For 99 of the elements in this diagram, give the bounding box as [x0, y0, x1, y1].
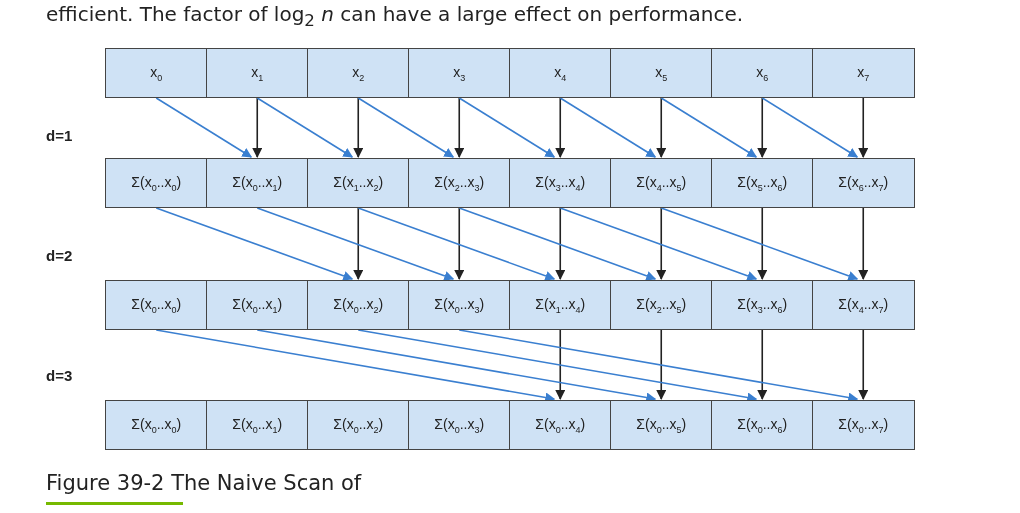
cell-formula: Σ(x$_{0}$..x$_{0}$)	[131, 415, 182, 435]
arrow	[357, 97, 455, 158]
array-cell	[105, 400, 208, 450]
arrow	[454, 97, 465, 158]
array-cell	[812, 280, 915, 330]
cell-formula: x$_{3}$	[453, 63, 466, 83]
cell-formula: Σ(x$_{5}$..x$_{6}$)	[737, 173, 788, 193]
array-cell	[711, 158, 814, 208]
arrow	[357, 207, 556, 281]
arrow	[656, 329, 667, 400]
cell-formula: Σ(x$_{0}$..x$_{7}$)	[838, 415, 889, 435]
array-cell	[509, 48, 612, 98]
cell-formula: Σ(x$_{0}$..x$_{5}$)	[636, 415, 687, 435]
array-cell	[206, 400, 309, 450]
array-cell	[610, 48, 713, 98]
array-cell	[711, 400, 814, 450]
cell-formula: Σ(x$_{3}$..x$_{6}$)	[737, 295, 788, 315]
cell-formula: Σ(x$_{0}$..x$_{0}$)	[131, 295, 182, 315]
array-cell	[206, 48, 309, 98]
cell-formula: x$_{0}$	[150, 63, 163, 83]
arrow	[256, 207, 455, 281]
arrow	[559, 97, 657, 158]
cell-formula: x$_{5}$	[655, 63, 668, 83]
array-cell	[610, 400, 713, 450]
cell-formula: Σ(x$_{4}$..x$_{7}$)	[838, 295, 889, 315]
cell-formula: Σ(x$_{4}$..x$_{5}$)	[636, 173, 687, 193]
arrow	[252, 97, 263, 158]
figure-caption: Figure 39-2 The Naive Scan of	[46, 471, 362, 495]
cell-formula: Σ(x$_{3}$..x$_{4}$)	[535, 173, 586, 193]
array-cell	[812, 400, 915, 450]
arrow	[155, 207, 354, 281]
arrow	[458, 207, 657, 281]
array-cell	[408, 280, 511, 330]
array-cell	[408, 48, 511, 98]
cell-formula: Σ(x$_{0}$..x$_{1}$)	[232, 173, 283, 193]
array-cell	[307, 280, 410, 330]
arrow	[858, 207, 869, 280]
arrow	[757, 329, 768, 400]
arrow	[757, 97, 768, 158]
array-cell	[610, 280, 713, 330]
arrow	[559, 207, 758, 281]
cell-formula: Σ(x$_{0}$..x$_{6}$)	[737, 415, 788, 435]
arrow	[353, 207, 364, 280]
array-cell	[711, 48, 814, 98]
array-cell	[408, 400, 511, 450]
depth-label: d=1	[46, 127, 73, 144]
array-cell	[509, 280, 612, 330]
arrow	[555, 329, 566, 400]
arrow	[757, 207, 768, 280]
cell-formula: Σ(x$_{0}$..x$_{4}$)	[535, 415, 586, 435]
array-cell	[711, 280, 814, 330]
cell-formula: Σ(x$_{2}$..x$_{5}$)	[636, 295, 687, 315]
array-cell	[812, 158, 915, 208]
arrow	[458, 97, 556, 158]
cell-formula: x$_{7}$	[857, 63, 870, 83]
arrow	[454, 207, 465, 280]
cell-formula: x$_{1}$	[251, 63, 264, 83]
cell-formula: x$_{4}$	[554, 63, 567, 83]
cell-formula: Σ(x$_{0}$..x$_{2}$)	[333, 415, 384, 435]
array-cell	[509, 400, 612, 450]
arrow	[555, 97, 566, 158]
cell-formula: Σ(x$_{0}$..x$_{1}$)	[232, 295, 283, 315]
arrow	[155, 97, 253, 158]
arrow	[761, 97, 859, 158]
cell-formula: Σ(x$_{1}$..x$_{4}$)	[535, 295, 586, 315]
arrow	[256, 97, 354, 158]
cell-formula: Σ(x$_{6}$..x$_{7}$)	[838, 173, 889, 193]
depth-label: d=2	[46, 247, 73, 264]
cell-formula: x$_{2}$	[352, 63, 365, 83]
arrow	[353, 97, 364, 158]
body-text: efficient. The factor of log$_{2}$ n can have a large effect on performance.	[46, 2, 744, 30]
array-cell	[307, 48, 410, 98]
array-cell	[105, 158, 208, 208]
array-cell	[812, 48, 915, 98]
array-cell	[408, 158, 511, 208]
array-cell	[307, 400, 410, 450]
cell-formula: Σ(x$_{0}$..x$_{1}$)	[232, 415, 283, 435]
cell-formula: Σ(x$_{0}$..x$_{3}$)	[434, 415, 485, 435]
arrow	[555, 207, 566, 280]
cell-formula: Σ(x$_{2}$..x$_{3}$)	[434, 173, 485, 193]
cell-formula: Σ(x$_{0}$..x$_{3}$)	[434, 295, 485, 315]
array-cell	[206, 158, 309, 208]
array-cell	[105, 280, 208, 330]
array-cell	[509, 158, 612, 208]
arrow	[656, 207, 667, 280]
cell-formula: Σ(x$_{0}$..x$_{2}$)	[333, 295, 384, 315]
depth-label: d=3	[46, 367, 73, 384]
arrow	[656, 97, 667, 158]
cell-formula: Σ(x$_{1}$..x$_{2}$)	[333, 173, 384, 193]
arrow	[858, 97, 869, 158]
array-cell	[610, 158, 713, 208]
array-cell	[307, 158, 410, 208]
cell-formula: x$_{6}$	[756, 63, 769, 83]
array-cell	[206, 280, 309, 330]
arrow	[858, 329, 869, 400]
array-cell	[105, 48, 208, 98]
cell-formula: Σ(x$_{0}$..x$_{0}$)	[131, 173, 182, 193]
arrow	[660, 207, 859, 281]
arrow	[660, 97, 758, 158]
